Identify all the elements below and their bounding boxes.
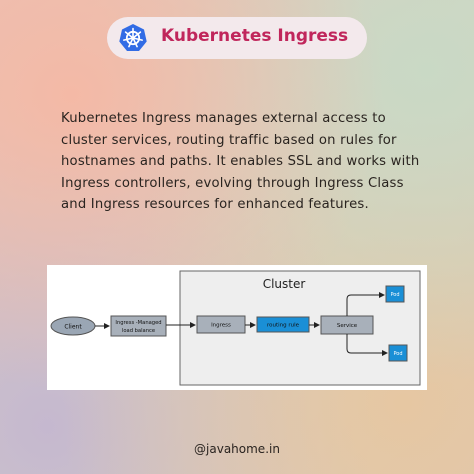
pod-top-label: Pod bbox=[390, 292, 399, 298]
arrow-service-to-pod-bottom bbox=[346, 334, 388, 356]
kubernetes-logo-icon bbox=[119, 24, 147, 51]
ingress-label: Ingress bbox=[211, 323, 231, 329]
description-text: Kubernetes Ingress manages external acce… bbox=[61, 111, 420, 212]
managed-load-balancer-node bbox=[110, 315, 167, 337]
title-pill: Kubernetes Ingress bbox=[107, 17, 367, 59]
cluster-label: Cluster bbox=[263, 277, 306, 291]
service-label: Service bbox=[337, 323, 358, 329]
pod-top-node bbox=[385, 285, 405, 303]
footer-handle: @javahome.in bbox=[194, 442, 280, 456]
routing-rule-label: routing rule bbox=[267, 323, 300, 329]
client-label: Client bbox=[64, 324, 82, 331]
pod-bottom-node bbox=[388, 344, 408, 362]
pod-bottom-label: Pod bbox=[393, 351, 402, 357]
ingress-diagram: Cluster Client Ingress -Managed load bal… bbox=[47, 265, 427, 390]
page-title: Kubernetes Ingress bbox=[161, 26, 349, 46]
arrow-service-to-pod-top bbox=[346, 292, 385, 316]
managed-lb-label-line2: load balance bbox=[122, 328, 155, 334]
managed-lb-label-line1: Ingress -Managed bbox=[115, 320, 161, 326]
